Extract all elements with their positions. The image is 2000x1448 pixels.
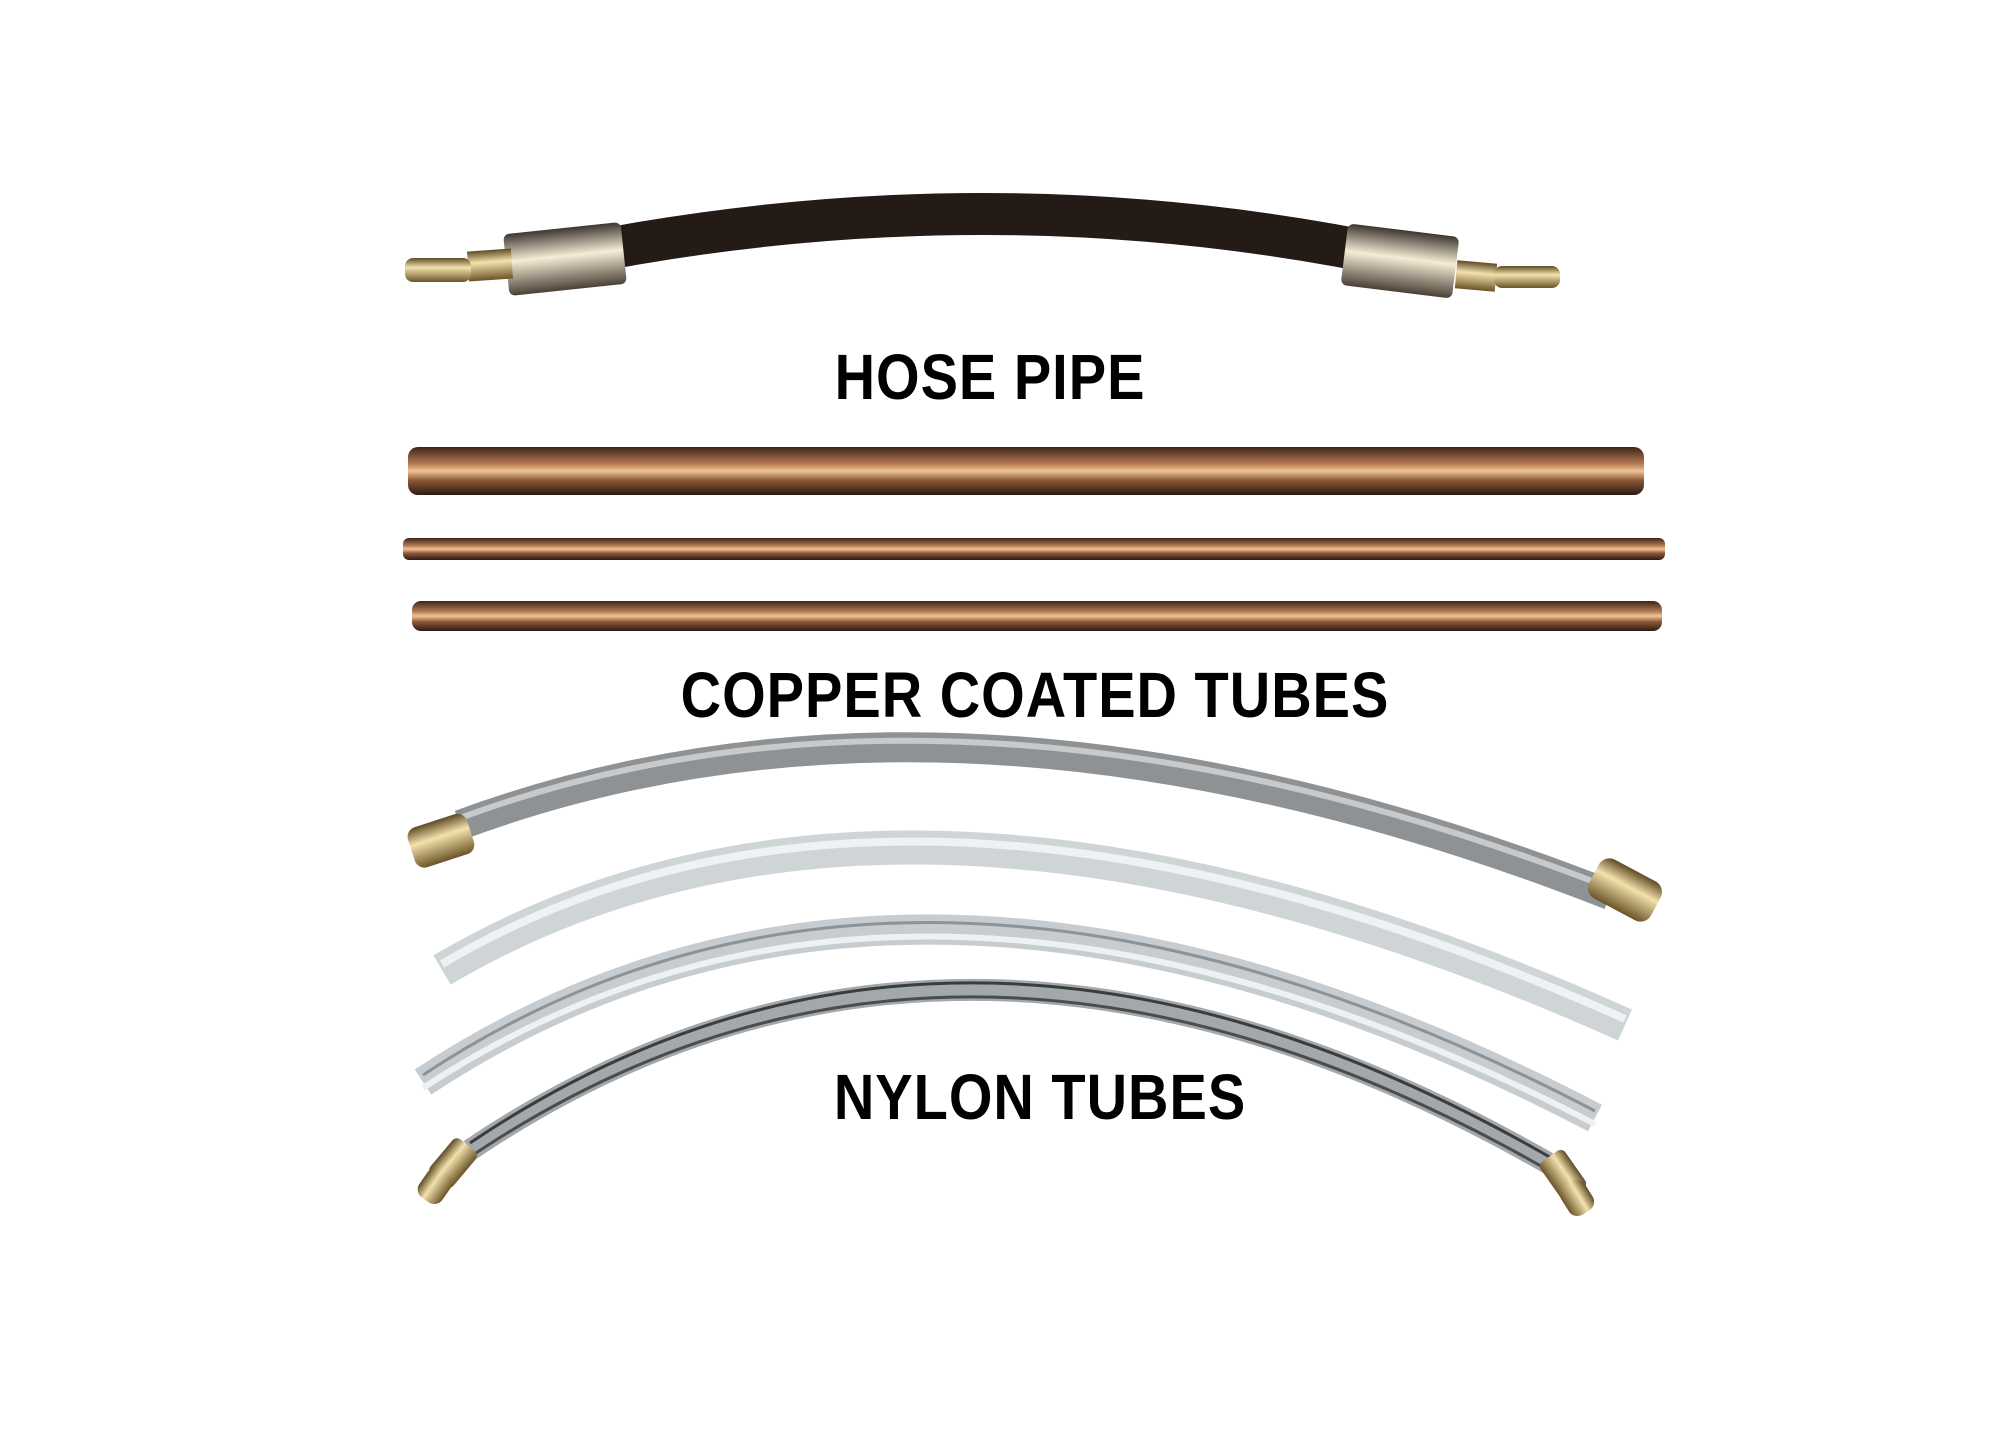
copper-tube-2 xyxy=(403,538,1665,560)
copper-tubes-label: COPPER COATED TUBES xyxy=(680,658,1390,731)
hose-right-fitting xyxy=(1341,224,1560,298)
nylon-tube-4 xyxy=(463,978,1566,1180)
nylon-tube-2 xyxy=(433,830,1632,1041)
nylon-tube-1-left-fitting xyxy=(407,813,475,868)
nylon-tube-4-left-fitting xyxy=(417,1138,477,1205)
hose-pipe-label: HOSE PIPE xyxy=(834,340,1146,413)
nylon-tube-4-right-fitting xyxy=(1539,1149,1595,1217)
nylon-tubes xyxy=(407,732,1663,1217)
hose-pipe xyxy=(405,193,1560,298)
copper-tube-3 xyxy=(412,601,1662,631)
nylon-tube-1 xyxy=(454,732,1616,909)
nylon-tubes-label: NYLON TUBES xyxy=(833,1060,1247,1133)
copper-tubes xyxy=(403,447,1665,631)
nylon-tube-1-right-fitting xyxy=(1587,858,1663,922)
hose-left-fitting xyxy=(405,222,627,296)
copper-tube-1 xyxy=(408,447,1644,495)
nylon-tube-3 xyxy=(414,914,1602,1132)
